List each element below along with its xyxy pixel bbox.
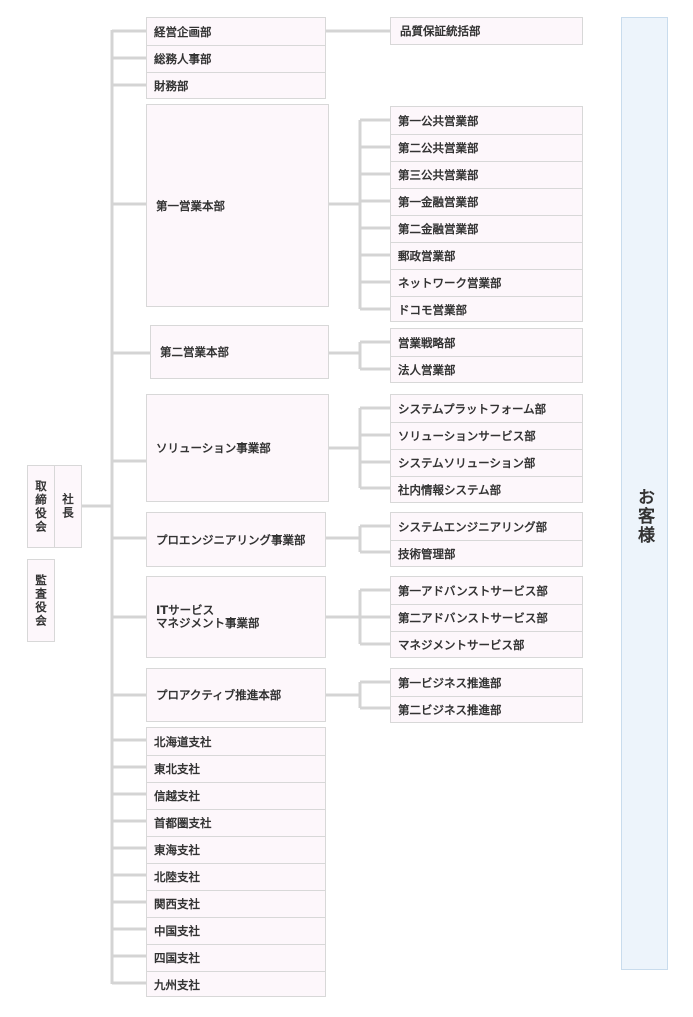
division-sales-2: 第二営業本部 [150, 325, 329, 379]
top-departments-group: 経営企画部 総務人事部 財務部 [146, 17, 326, 99]
list-item: 第一公共営業部 [398, 113, 479, 128]
list-item: 四国支社 [147, 944, 325, 971]
list-item: マネジメントサービス部 [391, 631, 582, 658]
division-it-service-management: ITサービス マネジメント事業部 [146, 576, 326, 658]
list-item: 第二アドバンストサービス部 [391, 604, 582, 631]
audit-board: 監査役会 [27, 559, 55, 642]
list-item: 第一アドバンストサービス部 [398, 583, 548, 598]
division-name-line-1: ITサービス [156, 603, 215, 617]
list-item: 北海道支社 [154, 734, 212, 749]
division-solutions: ソリューション事業部 [146, 394, 329, 502]
customer-panel: お客様 [621, 17, 668, 970]
list-item: 法人営業部 [391, 356, 582, 383]
list-item: ドコモ営業部 [391, 296, 582, 322]
department-planning: 経営企画部 [154, 24, 212, 39]
list-item: 第一ビジネス推進部 [398, 675, 502, 690]
division-proactive-departments: 第一ビジネス推進部 第二ビジネス推進部 [390, 668, 583, 723]
department-general-affairs: 総務人事部 [147, 45, 325, 72]
list-item: 第二金融営業部 [391, 215, 582, 242]
list-item: 北陸支社 [147, 863, 325, 890]
list-item: ネットワーク営業部 [391, 269, 582, 296]
division-sales-1-departments: 第一公共営業部 第二公共営業部 第三公共営業部 第一金融営業部 第二金融営業部 … [390, 106, 583, 322]
division-sales-2-departments: 営業戦略部 法人営業部 [390, 328, 583, 383]
list-item: 中国支社 [147, 917, 325, 944]
list-item: システムエンジニアリング部 [398, 519, 548, 534]
president: 社長 [54, 465, 82, 548]
list-item: 社内情報システム部 [391, 476, 582, 503]
org-connectors [82, 29, 390, 985]
list-item: 技術管理部 [391, 540, 582, 567]
list-item: 営業戦略部 [398, 335, 456, 350]
division-pro-engineering: プロエンジニアリング事業部 [146, 512, 326, 567]
list-item: 第二公共営業部 [391, 134, 582, 161]
list-item: 首都圏支社 [147, 809, 325, 836]
list-item: システムソリューション部 [391, 449, 582, 476]
division-it-service-departments: 第一アドバンストサービス部 第二アドバンストサービス部 マネジメントサービス部 [390, 576, 583, 658]
list-item: 関西支社 [147, 890, 325, 917]
list-item: 東北支社 [147, 755, 325, 782]
division-solutions-departments: システムプラットフォーム部 ソリューションサービス部 システムソリューション部 … [390, 394, 583, 503]
division-proactive-promotion: プロアクティブ推進本部 [146, 668, 326, 722]
list-item: 第三公共営業部 [391, 161, 582, 188]
list-item: 郵政営業部 [391, 242, 582, 269]
list-item: 第二ビジネス推進部 [391, 696, 582, 723]
department-quality-assurance: 品質保証統括部 [390, 17, 583, 45]
customer-label: お客様 [634, 488, 654, 545]
list-item: 九州支社 [147, 971, 325, 997]
list-item: システムプラットフォーム部 [398, 401, 547, 416]
division-sales-1: 第一営業本部 [146, 104, 329, 307]
list-item: 東海支社 [147, 836, 325, 863]
division-pro-engineering-departments: システムエンジニアリング部 技術管理部 [390, 512, 583, 567]
branches-group: 北海道支社 東北支社 信越支社 首都圏支社 東海支社 北陸支社 関西支社 中国支… [146, 727, 326, 997]
list-item: 第一金融営業部 [391, 188, 582, 215]
department-finance: 財務部 [147, 72, 325, 99]
list-item: 信越支社 [147, 782, 325, 809]
division-name-line-2: マネジメント事業部 [156, 616, 260, 630]
list-item: ソリューションサービス部 [391, 422, 582, 449]
board-of-directors: 取締役会 [27, 465, 55, 548]
